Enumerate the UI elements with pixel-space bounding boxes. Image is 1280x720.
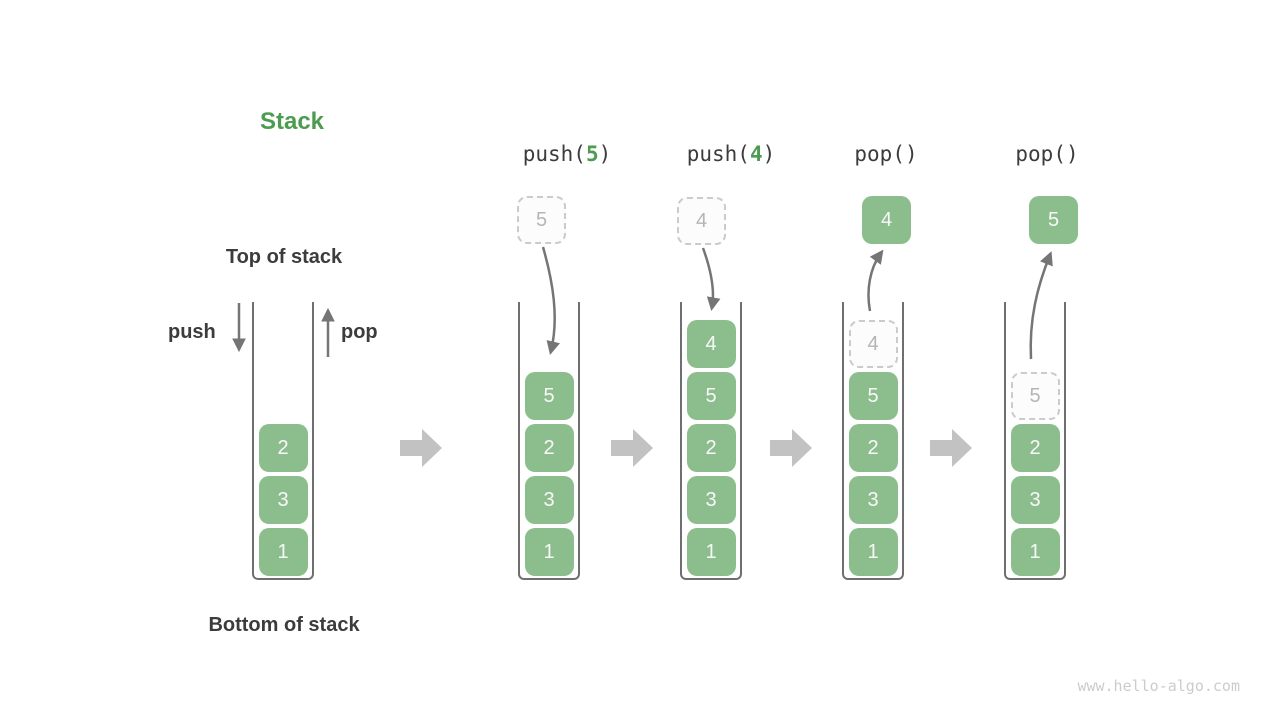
stack-cell: 4 xyxy=(686,320,736,368)
transition-arrow-icon xyxy=(400,429,442,467)
stack-cell: 2 xyxy=(848,424,898,472)
stack-cell: 3 xyxy=(524,476,574,524)
ghost-cell: 5 xyxy=(1010,372,1060,420)
stack-cell: 2 xyxy=(524,424,574,472)
op-prefix: push( xyxy=(686,142,750,166)
stack-cell: 5 xyxy=(848,372,898,420)
push-label: push xyxy=(168,321,216,343)
op-prefix: pop() xyxy=(1015,142,1079,166)
stack-column-after-push-4: 4 5 2 3 1 xyxy=(680,302,742,580)
stack-cell: 2 xyxy=(258,424,308,472)
transition-arrow-icon xyxy=(930,429,972,467)
floating-ghost-cell-4: 4 xyxy=(677,197,726,245)
stack-cell: 5 xyxy=(524,372,574,420)
top-of-stack-label: Top of stack xyxy=(225,246,343,268)
stack-cell: 3 xyxy=(258,476,308,524)
push-curve-arrow-4 xyxy=(701,247,721,312)
floating-ghost-cell-5: 5 xyxy=(517,196,566,244)
stack-column-after-push-5: 5 2 3 1 xyxy=(518,302,580,580)
transition-arrow-icon xyxy=(611,429,653,467)
stack-cell: 2 xyxy=(686,424,736,472)
stack-cell: 2 xyxy=(1010,424,1060,472)
stack-cell: 3 xyxy=(686,476,736,524)
watermark: www.hello-algo.com xyxy=(1077,677,1240,695)
op-label-push-5: push(5) xyxy=(497,142,637,166)
stack-column-after-pop-2: 5 2 3 1 xyxy=(1004,302,1066,580)
floating-popped-cell-5: 5 xyxy=(1029,196,1078,244)
stack-cell: 1 xyxy=(848,528,898,576)
stack-cell: 3 xyxy=(1010,476,1060,524)
op-arg: 4 xyxy=(749,142,763,166)
op-arg: 5 xyxy=(585,142,599,166)
op-prefix: pop() xyxy=(854,142,918,166)
stack-cell: 1 xyxy=(1010,528,1060,576)
stack-cell: 1 xyxy=(258,528,308,576)
ghost-cell: 4 xyxy=(848,320,898,368)
stack-cell: 3 xyxy=(848,476,898,524)
op-label-pop-1: pop() xyxy=(816,142,956,166)
pop-label: pop xyxy=(341,321,378,343)
op-label-push-4: push(4) xyxy=(661,142,801,166)
op-suffix: ) xyxy=(762,142,776,166)
floating-popped-cell-4: 4 xyxy=(862,196,911,244)
op-suffix: ) xyxy=(598,142,612,166)
transition-arrow-icon xyxy=(770,429,812,467)
stack-cell: 1 xyxy=(686,528,736,576)
stack-column-initial: 2 3 1 xyxy=(252,302,314,580)
stack-column-after-pop-1: 4 5 2 3 1 xyxy=(842,302,904,580)
page-title: Stack xyxy=(259,108,325,135)
op-prefix: push( xyxy=(522,142,586,166)
bottom-of-stack-label: Bottom of stack xyxy=(208,614,360,636)
stack-cell: 5 xyxy=(686,372,736,420)
op-label-pop-2: pop() xyxy=(977,142,1117,166)
stack-cell: 1 xyxy=(524,528,574,576)
